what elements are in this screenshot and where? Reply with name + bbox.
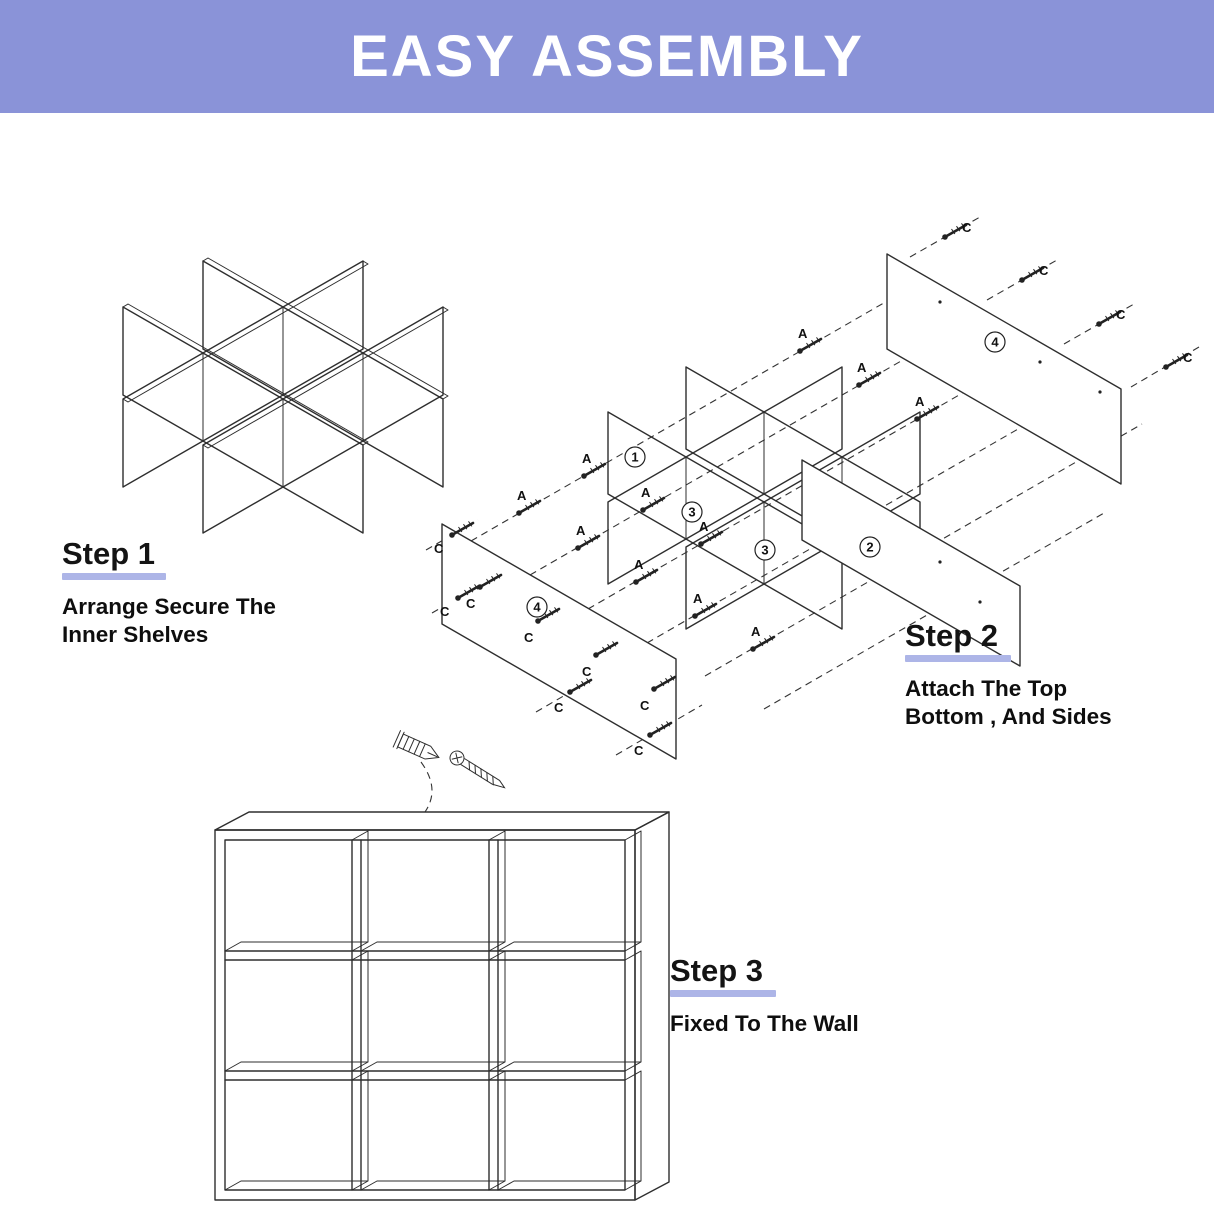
svg-text:C: C xyxy=(554,700,564,715)
anchor-guide-line xyxy=(420,761,433,813)
svg-text:C: C xyxy=(1183,350,1193,365)
svg-text:A: A xyxy=(582,451,592,466)
svg-text:4: 4 xyxy=(533,600,541,615)
svg-text:A: A xyxy=(751,624,761,639)
step3-description: Fixed To The Wall xyxy=(670,1010,859,1036)
step3-underline xyxy=(670,989,776,997)
svg-text:C: C xyxy=(466,596,476,611)
banner: EASY ASSEMBLY xyxy=(0,0,1214,113)
step1-lattice-diagram xyxy=(122,257,449,534)
banner-title: EASY ASSEMBLY xyxy=(350,24,864,89)
step1-underline xyxy=(62,572,166,580)
step3-text-block: Step 3 Fixed To The Wall xyxy=(670,953,859,1038)
screw-icon xyxy=(449,750,506,789)
step3-title: Step 3 xyxy=(670,953,764,988)
svg-text:C: C xyxy=(434,541,444,556)
screw-a-icons: A A A A A A A A A A A xyxy=(514,326,940,654)
svg-text:C: C xyxy=(440,604,450,619)
svg-text:1: 1 xyxy=(631,450,638,465)
svg-text:3: 3 xyxy=(761,543,768,558)
svg-text:A: A xyxy=(699,519,709,534)
panel-label-2: 2 xyxy=(859,536,881,558)
side-panel: 2 xyxy=(801,459,1021,667)
svg-text:3: 3 xyxy=(688,505,695,520)
svg-text:C: C xyxy=(1039,263,1049,278)
svg-text:C: C xyxy=(962,220,972,235)
svg-text:C: C xyxy=(640,698,650,713)
svg-text:A: A xyxy=(857,360,867,375)
panel-label-1: 1 xyxy=(624,446,646,468)
svg-text:A: A xyxy=(576,523,586,538)
cube-shelf xyxy=(214,811,670,1201)
step2-title: Step 2 xyxy=(905,618,999,653)
step3-shelf-diagram xyxy=(214,730,670,1201)
panel-label-3b: 3 xyxy=(754,539,776,561)
svg-text:A: A xyxy=(798,326,808,341)
svg-text:A: A xyxy=(634,557,644,572)
panel-label-3a: 3 xyxy=(681,501,703,523)
svg-text:4: 4 xyxy=(991,335,999,350)
svg-text:C: C xyxy=(582,664,592,679)
svg-text:A: A xyxy=(915,394,925,409)
step2-text-block: Step 2 Attach The Top Bottom , And Sides xyxy=(905,618,1112,732)
svg-text:A: A xyxy=(517,488,527,503)
step2-exploded-diagram: 4 1 3 3 2 xyxy=(425,216,1200,760)
svg-text:C: C xyxy=(524,630,534,645)
step1-description: Arrange Secure The Inner Shelves xyxy=(62,593,276,648)
step2-description: Attach The Top Bottom , And Sides xyxy=(905,675,1112,730)
step2-underline xyxy=(905,654,1011,662)
svg-text:C: C xyxy=(634,743,644,758)
screw-c-icons: C C C C C C C C C C C C xyxy=(434,220,1193,758)
top-panel: 4 xyxy=(886,253,1122,485)
bottom-panel: 4 xyxy=(441,523,677,760)
lattice-boards xyxy=(122,257,449,534)
panel-label-4-bottom: 4 xyxy=(526,596,548,618)
step1-title: Step 1 xyxy=(62,536,156,571)
step1-text-block: Step 1 Arrange Secure The Inner Shelves xyxy=(62,536,276,650)
svg-text:2: 2 xyxy=(866,540,873,555)
panel-label-4-top: 4 xyxy=(984,331,1006,353)
svg-text:A: A xyxy=(641,485,651,500)
wall-anchor-icon xyxy=(392,730,440,760)
svg-text:C: C xyxy=(1116,307,1126,322)
lattice-assembled: 1 3 3 xyxy=(607,366,921,630)
svg-text:A: A xyxy=(693,591,703,606)
